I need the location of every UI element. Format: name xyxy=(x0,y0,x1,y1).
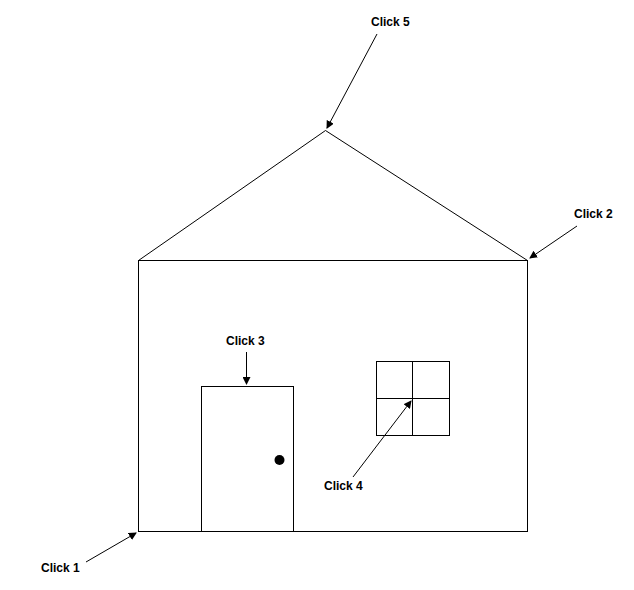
house-door xyxy=(202,387,294,532)
door-knob xyxy=(275,455,285,465)
callout-label: Click 2 xyxy=(574,207,613,221)
house-wall xyxy=(139,261,528,532)
callout-label: Click 1 xyxy=(41,561,80,575)
leader-arrow xyxy=(246,352,247,384)
leader-arrow xyxy=(327,34,377,128)
callout-label: Click 5 xyxy=(371,15,410,29)
leader-arrow xyxy=(530,226,577,258)
house-window xyxy=(377,362,450,436)
house-roof xyxy=(139,131,528,261)
callout-label: Click 4 xyxy=(324,479,363,493)
leader-arrow xyxy=(86,533,136,562)
leader-arrow xyxy=(353,401,411,477)
callout-label: Click 3 xyxy=(226,334,265,348)
window-transom xyxy=(377,398,450,399)
